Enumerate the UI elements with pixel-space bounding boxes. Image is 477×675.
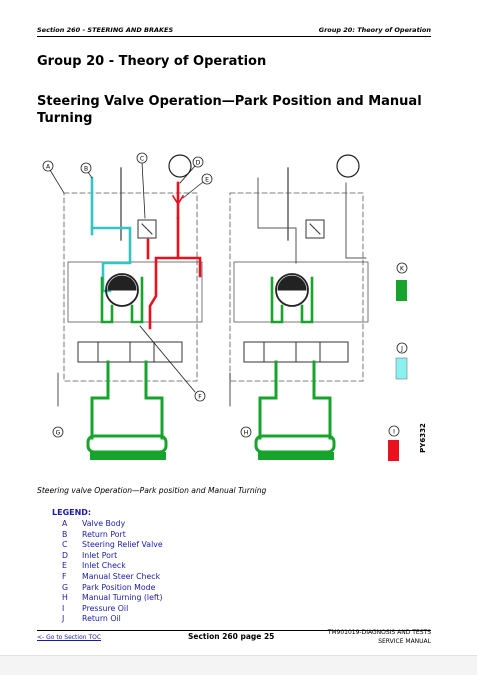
callout-f-marker: F: [194, 390, 206, 402]
legend-letter: G: [62, 582, 69, 592]
legend-letter: I: [62, 603, 65, 613]
callout-f: F: [198, 394, 202, 401]
legend-letter: B: [62, 529, 68, 539]
manual-page: Section 260 - STEERING AND BRAKES Group …: [37, 26, 431, 646]
header-section-label: Section 260 - STEERING AND BRAKES: [37, 26, 174, 34]
legend-text: Valve Body: [82, 519, 126, 528]
legend-item: A Valve Body: [62, 519, 163, 530]
callout-c-marker: C: [136, 152, 148, 164]
callout-g-marker: G: [52, 426, 64, 438]
legend-letter: J: [62, 614, 65, 624]
legend-item: J Return Oil: [62, 614, 163, 625]
viewer-bottom-strip: [0, 655, 477, 675]
legend-item: G Park Position Mode: [62, 583, 163, 594]
legend-text: Return Port: [82, 529, 126, 539]
callout-h-marker: H: [240, 426, 252, 438]
legend-letter: H: [62, 593, 68, 603]
valve-body-outline-right: [229, 192, 364, 382]
right-circuit: [229, 154, 369, 460]
legend-text: Inlet Check: [82, 561, 126, 571]
hydraulic-diagram: A B C D E F G H: [42, 152, 427, 461]
legend-item: F Manual Steer Check: [62, 572, 163, 583]
legend-text: Park Position Mode: [82, 582, 156, 592]
trapped-oil-swatch: [396, 280, 407, 301]
manual-id-line1: TM901019-DIAGNOSIS AND TESTS: [327, 629, 431, 636]
callout-d: D: [196, 160, 201, 167]
callout-b-marker: B: [80, 162, 92, 174]
pressure-oil-swatch: [388, 440, 399, 461]
figure-id: PY6332: [419, 423, 427, 453]
callout-e: E: [205, 177, 209, 184]
legend-text: Return Oil: [82, 614, 121, 624]
footer-divider: [37, 630, 431, 631]
legend-item: E Inlet Check: [62, 561, 163, 572]
left-circuit: [49, 154, 204, 460]
color-key: K J I PY6332: [388, 262, 427, 461]
legend-item: B Return Port: [62, 530, 163, 541]
callout-b: B: [84, 166, 88, 173]
go-to-section-toc-link[interactable]: <- Go to Section TOC: [37, 634, 102, 641]
legend-letter: A: [62, 519, 68, 528]
legend-title: LEGEND:: [52, 508, 92, 517]
section-title: Steering Valve Operation—Park Position a…: [37, 94, 422, 126]
callout-d-marker: D: [192, 156, 204, 168]
header-divider: [37, 36, 431, 37]
manual-id-line2: SERVICE MANUAL: [378, 638, 431, 645]
callout-k: K: [400, 266, 405, 273]
callout-a-marker: A: [42, 160, 54, 172]
legend-text: Pressure Oil: [82, 603, 129, 613]
figure-caption: Steering valve Operation—Park position a…: [37, 486, 267, 495]
return-oil-swatch: [395, 357, 408, 380]
valve-body-outline-left: [63, 192, 198, 382]
legend-text: Steering Relief Valve: [82, 540, 163, 550]
legend-letter: C: [62, 540, 68, 550]
legend-text: Inlet Port: [82, 550, 118, 560]
group-title: Group 20 - Theory of Operation: [37, 54, 267, 69]
page-number: Section 260 page 25: [188, 632, 275, 641]
callout-c: C: [140, 156, 144, 163]
callout-g: G: [56, 430, 61, 437]
legend-list: A Valve Body B Return Port C Steering Relie…: [62, 519, 163, 625]
callout-j: J: [400, 346, 403, 353]
legend-item: H Manual Turning (left): [62, 593, 163, 604]
legend-item: C Steering Relief Valve: [62, 540, 163, 551]
header-group-label: Group 20: Theory of Operation: [318, 26, 431, 34]
callout-a: A: [46, 164, 51, 171]
callout-h: H: [244, 430, 249, 437]
legend-letter: D: [62, 550, 69, 560]
legend-text: Manual Steer Check: [82, 571, 161, 581]
legend-item: I Pressure Oil: [62, 604, 163, 615]
legend-item: D Inlet Port: [62, 551, 163, 562]
callout-i: I: [393, 429, 395, 436]
legend-letter: E: [62, 561, 67, 571]
manual-id: TM901019-DIAGNOSIS AND TESTS SERVICE MAN…: [328, 628, 431, 646]
legend-text: Manual Turning (left): [82, 593, 163, 603]
legend-letter: F: [62, 571, 67, 581]
callout-e-marker: E: [201, 173, 213, 185]
